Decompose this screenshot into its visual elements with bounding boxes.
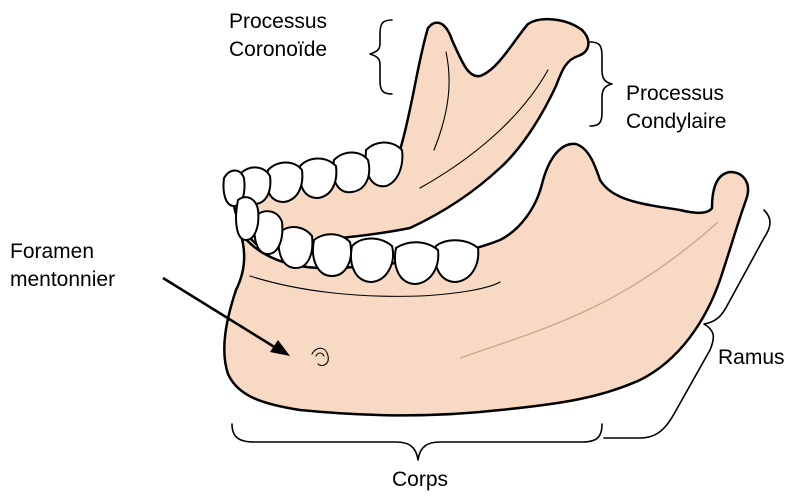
coronoid-brace	[370, 20, 392, 94]
label-line: Processus	[626, 80, 726, 108]
label-processus-condylaire: Processus Condylaire	[626, 80, 726, 136]
label-line: mentonnier	[10, 266, 115, 294]
label-corps: Corps	[392, 466, 448, 494]
label-foramen-mentonnier: Foramen mentonnier	[10, 238, 115, 294]
label-line: Processus	[229, 8, 327, 36]
condylar-brace	[590, 42, 612, 126]
label-processus-coronoide: Processus Coronoïde	[229, 8, 327, 64]
label-ramus: Ramus	[718, 344, 785, 372]
corps-brace	[232, 424, 602, 460]
label-line: Foramen	[10, 238, 115, 266]
label-line: Coronoïde	[229, 36, 327, 64]
label-line: Condylaire	[626, 108, 726, 136]
